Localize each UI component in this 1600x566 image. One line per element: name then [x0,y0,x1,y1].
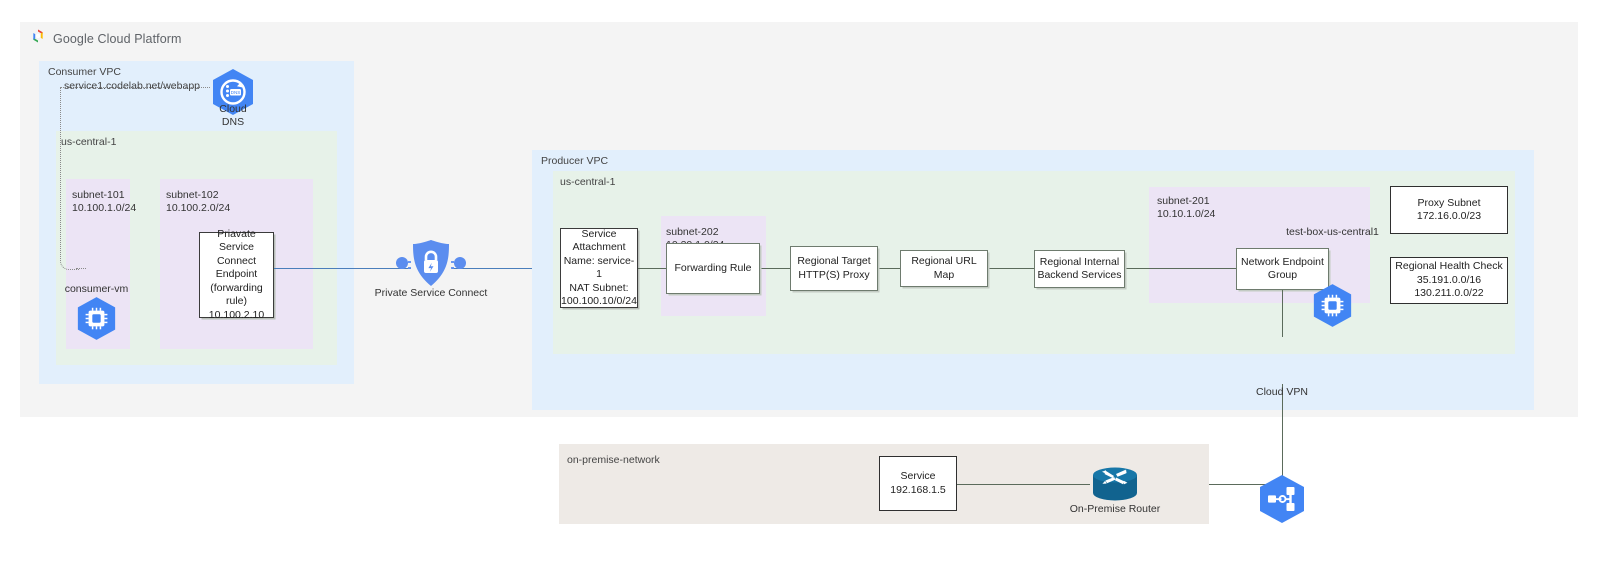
on-premise-service-line1: Service [900,470,936,482]
on-premise-router-icon [1087,463,1143,508]
regional-url-map-line1: Regional URL Map [911,255,977,281]
subnet-202-name: subnet-202 [666,226,719,238]
link-service-to-router [957,484,1090,485]
regional-backend-services-box[interactable]: Regional Internal Backend Services [1034,250,1125,288]
consumer-vm-label: consumer-vm [64,283,129,295]
cloud-vpn-label: Cloud VPN [1256,386,1308,398]
consumer-vpc-label: Consumer VPC [48,66,121,78]
cloud-dns-label-line1: Cloud [219,103,247,115]
private-service-connect-label: Private Service Connect [374,287,488,299]
psc-connector-dot-left [394,255,410,276]
service-attachment-line2: Attachment [572,241,626,253]
link-forwarding-to-proxy [760,268,790,269]
regional-target-proxy-line1: Regional Target [797,255,871,267]
google-cloud-logo-icon [30,28,46,49]
cloud-dns-icon: DNS [211,68,1600,116]
cloud-dns-label: Cloud DNS [191,103,275,129]
on-premise-service-line2: 192.168.1.5 [890,483,946,496]
consumer-vm-icon [76,296,1600,341]
psc-endpoint-line2: Connect Endpoint [215,254,258,281]
psc-connector-dot-right [452,255,468,276]
forwarding-rule-box[interactable]: Forwarding Rule [666,243,760,294]
private-service-connect-endpoint-box[interactable]: Priavate Service Connect Endpoint (forwa… [199,228,274,321]
forwarding-rule-line1: Forwarding Rule [674,261,752,274]
psc-endpoint-line4: 10.100.2.10 [208,308,265,321]
neg-line1: Network Endpoint [1241,255,1324,268]
link-backend-to-neg [1125,268,1236,269]
psc-link-left [274,268,411,270]
cloud-dns-label-line2: DNS [221,116,245,128]
service-attachment-line5: 100.100.10/0/24 [561,295,637,307]
link-vpn-to-router [1282,384,1283,484]
regional-target-proxy-box[interactable]: Regional Target HTTP(S) Proxy [790,246,878,291]
producer-region-label: us-central-1 [560,176,616,188]
regional-target-proxy-line2: HTTP(S) Proxy [798,268,870,281]
subnet-101-cidr: 10.100.1.0/24 [72,202,137,214]
subnet-201-label: subnet-201 10.10.1.0/24 [1157,195,1215,221]
proxy-subnet-line1: Proxy Subnet [1417,196,1481,209]
link-urlmap-to-backend [988,268,1034,269]
health-check-line1: Regional Health Check [1395,260,1503,273]
link-neg-to-vpn [1282,290,1283,337]
subnet-201-cidr: 10.10.1.0/24 [1157,208,1216,220]
subnet-102-label: subnet-102 10.100.2.0/24 [166,189,230,215]
dns-record-label: service1.codelab.net/webapp [64,80,201,92]
health-check-line2: 35.191.0.0/16 [1416,273,1482,286]
regional-backend-line2: Backend Services [1037,269,1122,281]
subnet-102-name: subnet-102 [166,189,219,201]
test-box-vm-label: test-box-us-central1 [1286,226,1379,238]
regional-backend-line1: Regional Internal [1039,255,1120,268]
proxy-subnet-line2: 172.16.0.0/23 [1416,210,1482,222]
service-attachment-box[interactable]: Service Attachment Name: service-1 NAT S… [560,228,638,308]
health-check-line3: 130.211.0.0/22 [1414,287,1484,300]
service-attachment-line3: Name: service-1 [563,254,635,281]
on-premise-router-label: On-Premise Router [1069,503,1161,515]
consumer-region-label: us-central-1 [61,136,117,148]
network-endpoint-group-box[interactable]: Network Endpoint Group [1236,248,1329,290]
link-proxy-to-urlmap [878,268,900,269]
subnet-101-label: subnet-101 10.100.1.0/24 [72,189,136,215]
link-attachment-to-forwarding [638,268,666,269]
producer-vpc-label: Producer VPC [541,155,609,167]
dns-vm-connector [60,87,79,270]
brand-header: Google Cloud Platform [30,28,182,49]
service-attachment-line1: Service [581,227,617,240]
psc-endpoint-line1: Priavate Service [217,227,256,254]
psc-link-right [452,268,560,270]
dns-record-connector-h [60,87,210,88]
subnet-102-cidr: 10.100.2.0/24 [166,202,231,214]
subnet-201-name: subnet-201 [1157,195,1210,207]
regional-url-map-box[interactable]: Regional URL Map [900,250,988,287]
service-attachment-line4: NAT Subnet: [569,281,629,294]
subnet-101-name: subnet-101 [72,189,125,201]
svg-text:DNS: DNS [231,90,241,95]
dns-vm-connector-tail [76,268,86,269]
psc-endpoint-line3: (forwarding rule) [210,281,263,308]
cloud-vpn-icon [1256,473,1600,525]
test-box-vm-icon [1312,283,1600,328]
on-premise-network-label: on-premise-network [567,454,660,466]
neg-line2: Group [1267,269,1298,281]
brand-wordmark: Google Cloud Platform [53,31,182,46]
on-premise-service-box[interactable]: Service 192.168.1.5 [879,456,957,511]
proxy-subnet-box[interactable]: Proxy Subnet 172.16.0.0/23 [1390,186,1508,234]
regional-health-check-box[interactable]: Regional Health Check 35.191.0.0/16 130.… [1390,257,1508,304]
